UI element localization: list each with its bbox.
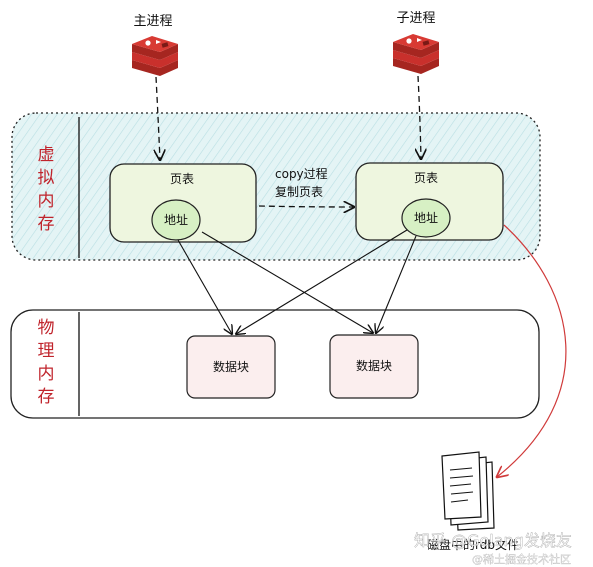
left-page-table-title: 页表 bbox=[170, 172, 194, 186]
copy-page-table-arrow bbox=[258, 206, 354, 207]
data-block-left-label: 数据块 bbox=[213, 359, 249, 374]
child-to-page-table-arrow bbox=[418, 75, 421, 159]
copy-process-note: copy过程 bbox=[275, 166, 328, 181]
svg-text:内: 内 bbox=[38, 191, 55, 211]
left-address-to-left-block-arrow bbox=[177, 239, 232, 334]
svg-text:拟: 拟 bbox=[38, 168, 55, 188]
data-block-right-label: 数据块 bbox=[356, 358, 392, 373]
virtual-memory-label: 虚 拟 内 存 bbox=[38, 145, 55, 234]
right-page-table-title: 页表 bbox=[414, 171, 438, 185]
parent-process-label: 主进程 bbox=[133, 14, 172, 29]
right-address-to-left-block-arrow bbox=[236, 229, 408, 334]
left-address-label: 地址 bbox=[164, 213, 188, 227]
page-table-to-rdb-arrow bbox=[497, 224, 567, 477]
redis-icon bbox=[393, 34, 439, 74]
svg-text:存: 存 bbox=[38, 387, 55, 407]
document-stack-icon bbox=[441, 451, 495, 531]
svg-text:理: 理 bbox=[38, 341, 55, 361]
svg-text:存: 存 bbox=[38, 214, 55, 234]
svg-text:内: 内 bbox=[38, 364, 55, 384]
rdb-file-label: 磁盘中的rdb文件 bbox=[427, 537, 519, 552]
data-block-right bbox=[329, 334, 419, 399]
copy-page-table-note: 复制页表 bbox=[275, 185, 323, 199]
svg-text:物: 物 bbox=[38, 318, 55, 338]
watermark-zhihu: 知乎 @Golang发烧友 bbox=[414, 531, 572, 550]
right-address-label: 地址 bbox=[414, 211, 438, 225]
parent-to-page-table-arrow bbox=[156, 76, 160, 160]
left-address-to-right-block-arrow bbox=[201, 231, 373, 333]
left-address bbox=[151, 199, 201, 241]
svg-text:虚: 虚 bbox=[38, 145, 55, 165]
right-address-to-right-block-arrow bbox=[376, 235, 417, 333]
redis-icon bbox=[132, 36, 178, 76]
physical-memory-label: 物 理 内 存 bbox=[38, 318, 55, 407]
child-process-label: 子进程 bbox=[396, 11, 435, 26]
watermark-juejin: @稀土掘金技术社区 bbox=[472, 552, 571, 566]
right-address bbox=[401, 198, 451, 238]
